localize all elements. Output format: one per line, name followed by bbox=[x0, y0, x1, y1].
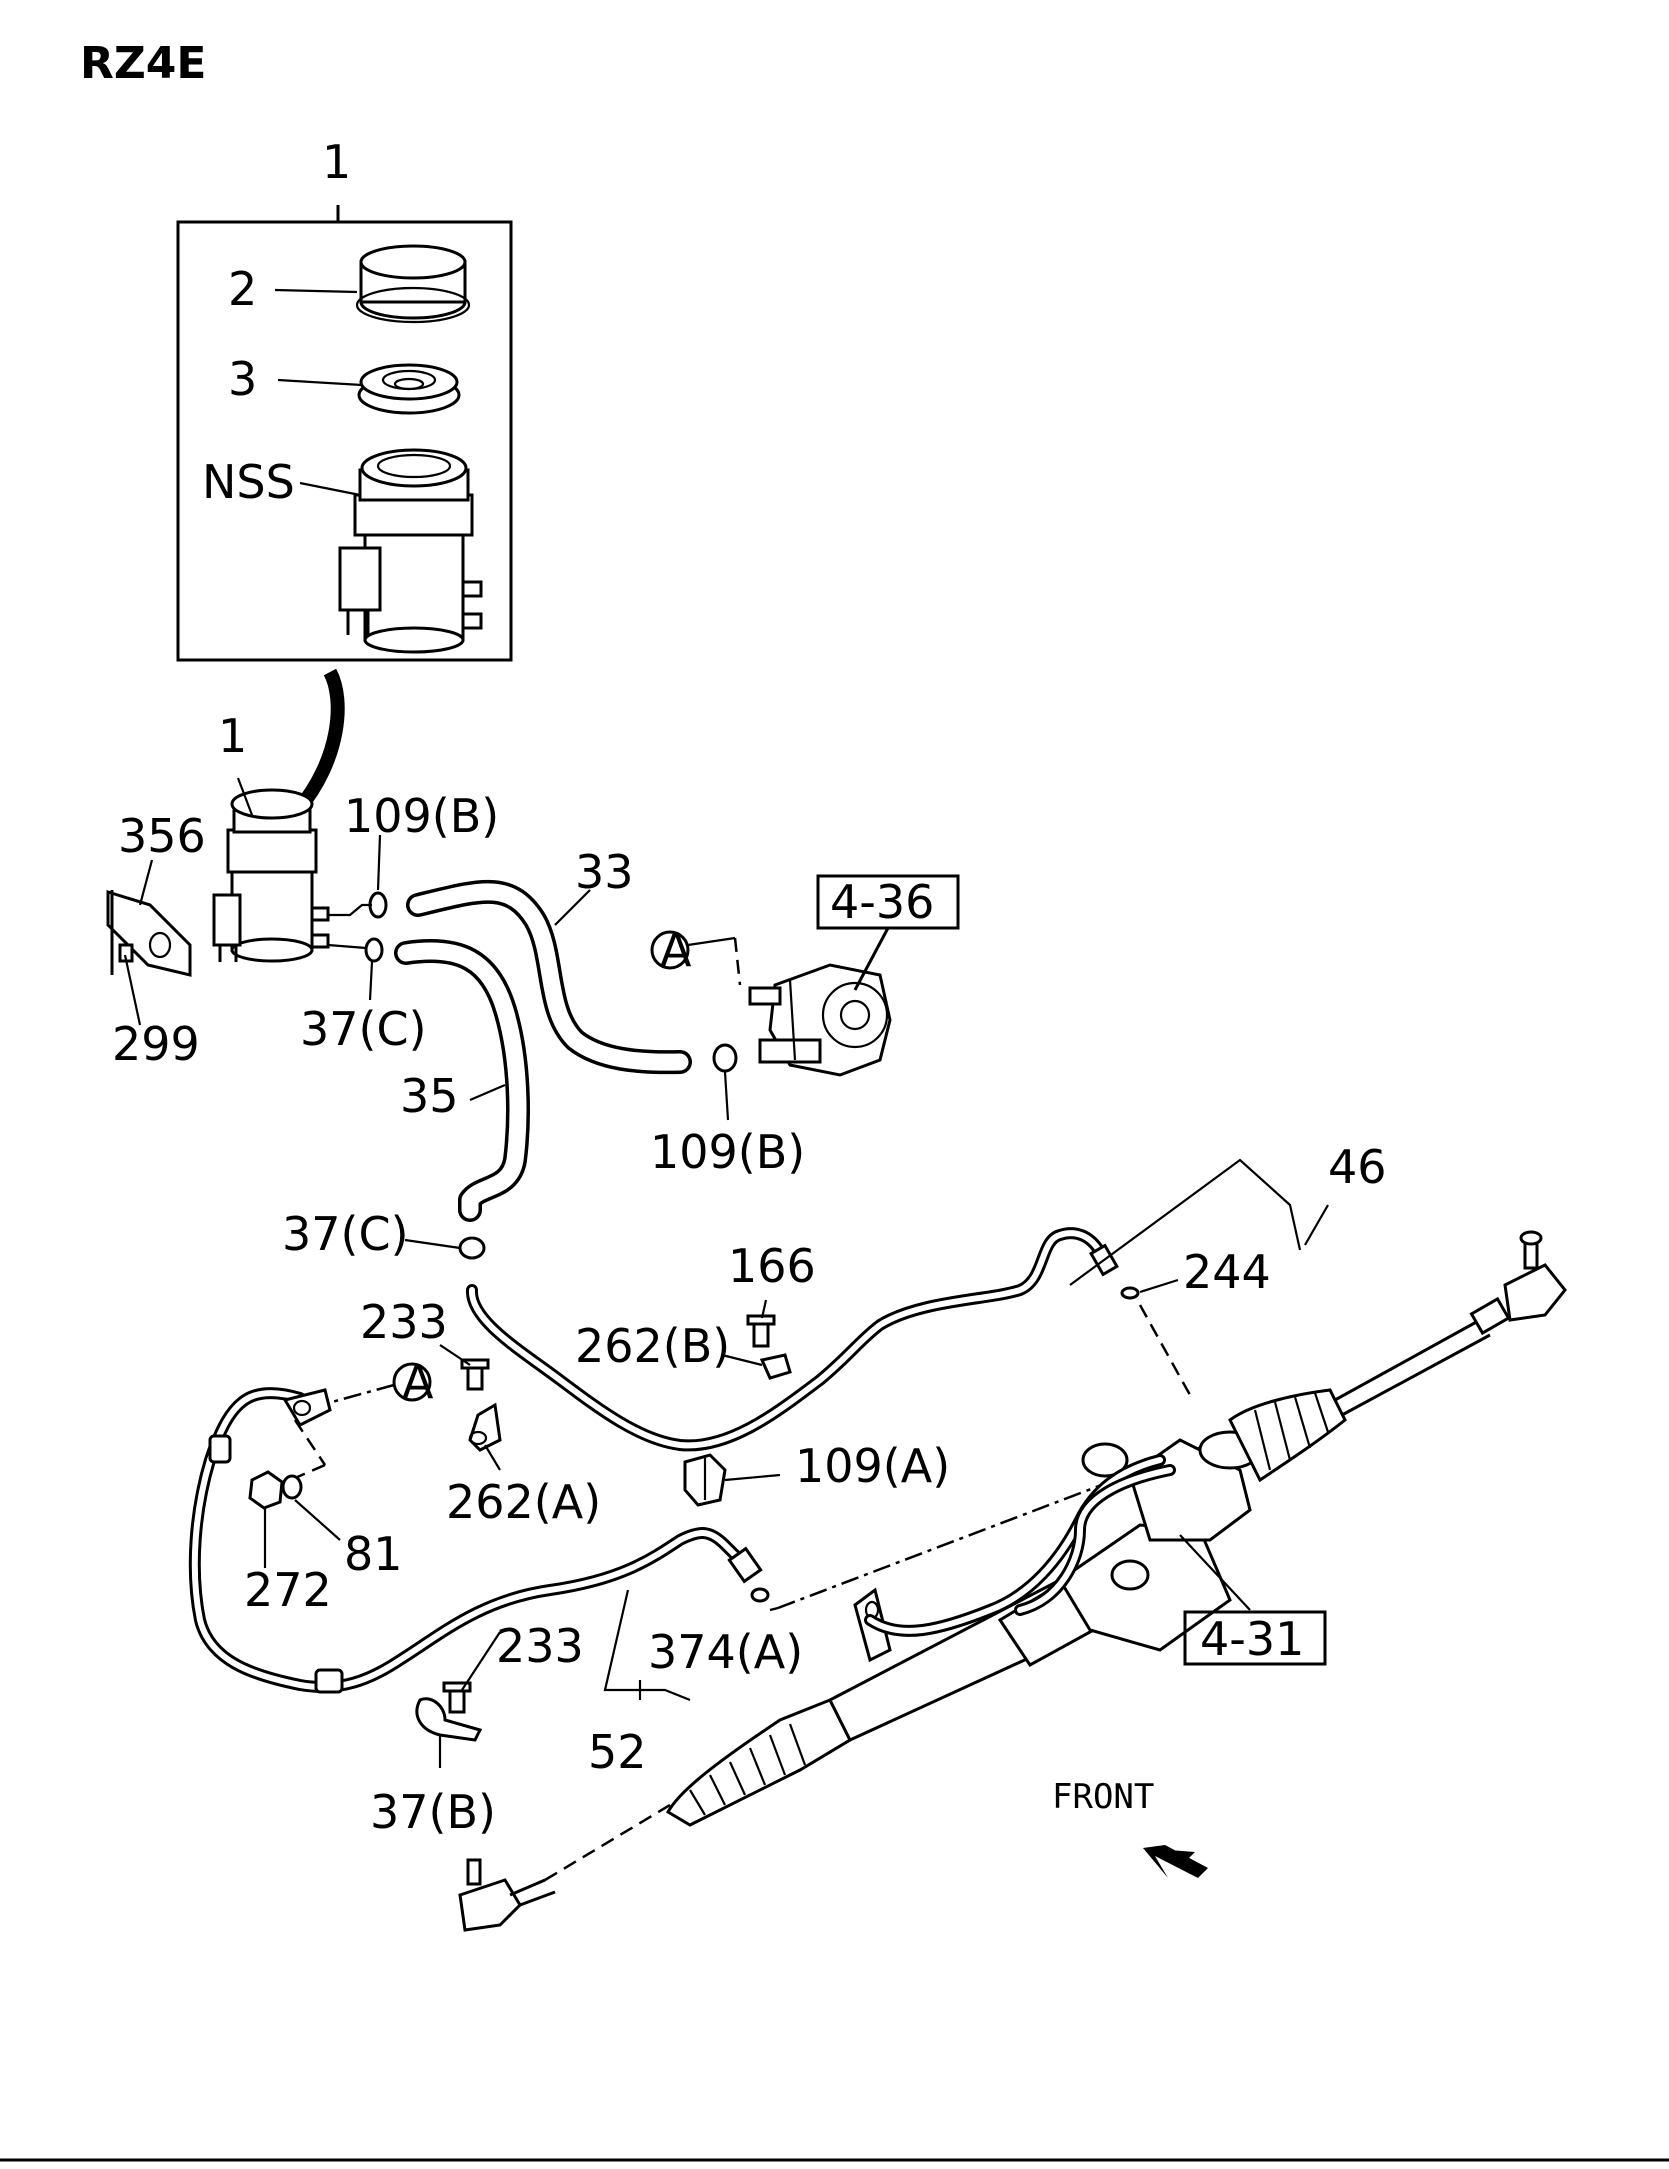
clamp-37b bbox=[415, 1697, 483, 1742]
label-35: 35 bbox=[400, 1069, 459, 1123]
label-299: 299 bbox=[112, 1017, 200, 1071]
ref-a-top bbox=[650, 930, 742, 986]
bolt-233-bottom bbox=[442, 1681, 472, 1714]
steering-gear-assembly bbox=[458, 1230, 1567, 1932]
bushing-109a bbox=[683, 1453, 727, 1507]
clamp-109b-top bbox=[328, 891, 388, 919]
label-356: 356 bbox=[118, 809, 206, 863]
reservoir-cap bbox=[355, 244, 471, 324]
diagram-title: RZ4E bbox=[80, 38, 206, 89]
label-166: 166 bbox=[728, 1239, 816, 1293]
clip-262a bbox=[468, 1402, 502, 1452]
reservoir-strainer bbox=[357, 363, 461, 415]
o-ring-244 bbox=[1120, 1286, 1140, 1300]
label-233-top: 233 bbox=[360, 1295, 448, 1349]
o-ring-374a bbox=[750, 1587, 770, 1603]
label-109b-pump: 109(B) bbox=[650, 1125, 805, 1179]
washer-81 bbox=[281, 1474, 303, 1500]
front-arrow: FRONT bbox=[1052, 1777, 1208, 1878]
label-a-mid: A bbox=[402, 1355, 434, 1409]
hose-35 bbox=[394, 938, 530, 1222]
label-37c-mid: 37(C) bbox=[282, 1207, 409, 1261]
label-81: 81 bbox=[344, 1527, 403, 1581]
pipe-52 bbox=[188, 1387, 763, 1694]
reservoir-body bbox=[338, 448, 483, 654]
pipe-bracket bbox=[282, 1388, 332, 1480]
label-1: 1 bbox=[218, 709, 247, 763]
bolt-166 bbox=[746, 1314, 776, 1348]
label-4-36: 4-36 bbox=[830, 875, 934, 929]
label-262a: 262(A) bbox=[446, 1475, 601, 1529]
clamp-109b-pump bbox=[712, 1043, 738, 1073]
reservoir-bracket bbox=[106, 889, 192, 977]
label-272: 272 bbox=[244, 1563, 332, 1617]
nut-272 bbox=[248, 1470, 284, 1510]
clip-262b bbox=[721, 1353, 792, 1380]
label-52: 52 bbox=[588, 1725, 647, 1779]
label-374a: 374(A) bbox=[648, 1625, 803, 1679]
front-label: FRONT bbox=[1052, 1777, 1154, 1817]
label-46: 46 bbox=[1328, 1140, 1387, 1194]
label-1-top: 1 bbox=[322, 135, 351, 189]
clamp-37c-top bbox=[327, 937, 384, 963]
label-109a: 109(A) bbox=[795, 1439, 950, 1493]
label-nss: NSS bbox=[202, 455, 295, 509]
hose-33 bbox=[406, 879, 692, 1075]
label-37c-top: 37(C) bbox=[300, 1002, 427, 1056]
reservoir-assembly bbox=[212, 788, 330, 963]
bolt-233-top bbox=[439, 1344, 490, 1391]
clamp-37c-mid bbox=[458, 1236, 486, 1260]
leader-lines bbox=[123, 288, 1329, 1768]
label-109b-top: 109(B) bbox=[344, 789, 499, 843]
label-3: 3 bbox=[228, 352, 257, 406]
ref-4-31-box bbox=[1183, 1610, 1327, 1666]
power-steering-pump bbox=[748, 963, 892, 1077]
label-244: 244 bbox=[1183, 1245, 1271, 1299]
label-37b: 37(B) bbox=[370, 1785, 496, 1839]
label-4-31: 4-31 bbox=[1200, 1612, 1304, 1666]
label-a-top: A bbox=[660, 923, 692, 977]
label-2: 2 bbox=[228, 262, 257, 316]
label-262b: 262(B) bbox=[575, 1319, 730, 1373]
reservoir-detail-box bbox=[176, 205, 513, 662]
detail-arrow bbox=[292, 668, 345, 815]
label-33: 33 bbox=[575, 845, 634, 899]
label-233-bottom: 233 bbox=[496, 1619, 584, 1673]
